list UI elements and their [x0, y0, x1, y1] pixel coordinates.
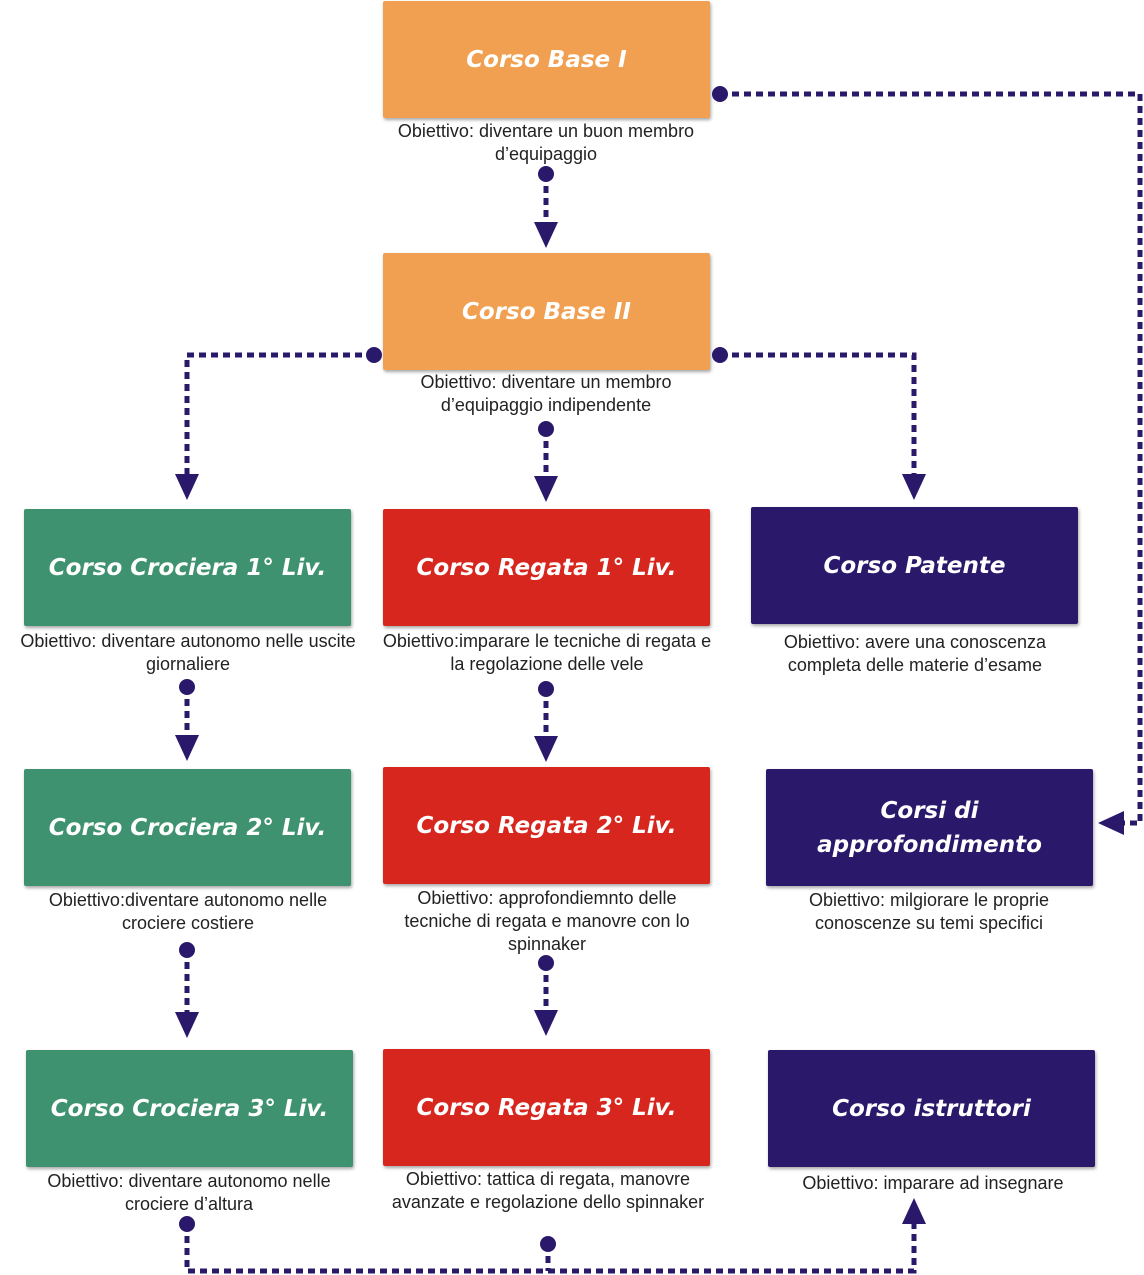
course-box-base1: Corso Base I [383, 1, 710, 118]
course-title-regata1: Corso Regata 1° Liv. [416, 554, 677, 581]
course-box-regata3: Corso Regata 3° Liv. [383, 1049, 710, 1166]
connector-regata1-to-regata2 [534, 681, 558, 762]
course-title-crociera1: Corso Crociera 1° Liv. [48, 554, 327, 581]
connector-regata3-to-istruttori [540, 1236, 556, 1271]
connector-base1-to-base2 [534, 166, 558, 248]
course-box-crociera3: Corso Crociera 3° Liv. [26, 1050, 353, 1167]
course-objective-crociera1: Obiettivo: diventare autonomo nelle usci… [20, 631, 356, 674]
course-box-crociera2: Corso Crociera 2° Liv. [24, 769, 351, 886]
course-box-patente: Corso Patente [751, 507, 1078, 624]
course-title-istruttori: Corso istruttori [832, 1095, 1031, 1122]
connector-regata2-to-regata3 [534, 955, 558, 1036]
course-title-base1: Corso Base I [466, 46, 627, 73]
course-objective-base1: Obiettivo: diventare un buon membro d’eq… [397, 121, 695, 164]
course-title-regata2: Corso Regata 2° Liv. [416, 812, 677, 839]
course-objective-regata1: Obiettivo:imparare le tecniche di regata… [382, 631, 712, 674]
course-objective-regata2: Obiettivo: approfondiemnto delle tecnich… [404, 888, 690, 954]
course-title-base2: Corso Base II [462, 298, 631, 325]
course-box-crociera1: Corso Crociera 1° Liv. [24, 509, 351, 626]
course-box-approfondimento: Corsi di approfondimento [766, 769, 1093, 886]
course-objective-istruttori: Obiettivo: imparare ad insegnare [802, 1173, 1064, 1193]
connector-crociera2-to-crociera3 [175, 942, 199, 1038]
course-objective-regata3: Obiettivo: tattica di regata, manovre av… [391, 1169, 705, 1212]
connector-base1-to-approfondimento [712, 86, 1143, 835]
course-title-regata3: Corso Regata 3° Liv. [416, 1094, 677, 1121]
course-objective-crociera2: Obiettivo:diventare autonomo nelle croci… [48, 890, 328, 933]
connector-base2-to-crociera1 [175, 347, 382, 500]
course-objective-crociera3: Obiettivo: diventare autonomo nelle croc… [47, 1171, 331, 1214]
connector-base2-to-regata1 [534, 421, 558, 502]
course-box-regata1: Corso Regata 1° Liv. [383, 509, 710, 626]
course-box-regata2: Corso Regata 2° Liv. [383, 767, 710, 884]
course-objective-base2: Obiettivo: diventare un membro d’equipag… [420, 372, 672, 415]
course-title-patente: Corso Patente [823, 552, 1006, 579]
course-title-crociera2: Corso Crociera 2° Liv. [48, 814, 327, 841]
course-title-approfondimento: Corsi di approfondimento [817, 797, 1042, 858]
course-title-crociera3: Corso Crociera 3° Liv. [50, 1095, 329, 1122]
course-objective-approfondimento: Obiettivo: milgiorare le proprie conosce… [808, 890, 1050, 933]
course-box-base2: Corso Base II [383, 253, 710, 370]
connector-base2-to-patente [712, 347, 926, 500]
course-box-istruttori: Corso istruttori [768, 1050, 1095, 1167]
connector-crociera1-to-crociera2 [175, 679, 199, 761]
course-objective-patente: Obiettivo: avere una conoscenza completa… [783, 632, 1047, 675]
